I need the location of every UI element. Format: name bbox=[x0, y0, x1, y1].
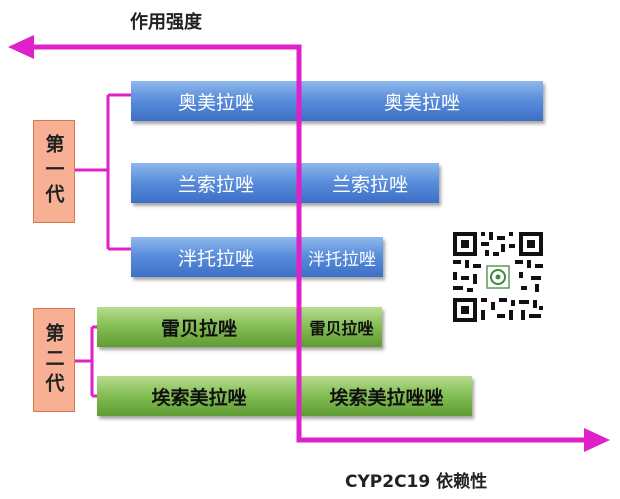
drug-label: 兰索拉唑 bbox=[331, 173, 408, 196]
drug-label: 埃索美拉唑 bbox=[151, 386, 247, 409]
drug-bar-lansoprazole-right: 兰索拉唑 bbox=[301, 163, 439, 203]
drug-bar-esomeprazole-left: 埃索美拉唑 bbox=[97, 376, 301, 416]
drug-bar-omeprazole-left: 奥美拉唑 bbox=[131, 81, 301, 121]
arrowhead-right-icon bbox=[584, 428, 610, 452]
generation-label-second: 第二代 bbox=[42, 322, 65, 398]
arrowhead-left-icon bbox=[8, 35, 34, 59]
drug-label: 泮托拉唑 bbox=[177, 247, 254, 270]
generation-label-first: 第一代 bbox=[42, 134, 65, 209]
drug-label: 埃索美拉唑唑 bbox=[329, 386, 444, 409]
drug-label: 兰索拉唑 bbox=[177, 173, 254, 196]
drug-label: 雷贝拉唑 bbox=[309, 319, 374, 338]
x-axis-label: CYP2C19 依赖性 bbox=[345, 472, 488, 492]
drug-bar-pantoprazole-right: 泮托拉唑 bbox=[301, 237, 383, 277]
drug-bar-pantoprazole-left: 泮托拉唑 bbox=[131, 237, 301, 277]
drug-label: 泮托拉唑 bbox=[308, 249, 376, 270]
generation-box-first: 第一代 bbox=[33, 120, 75, 223]
drug-label: 奥美拉唑 bbox=[177, 91, 254, 114]
drug-label: 奥美拉唑 bbox=[383, 91, 460, 114]
generation-box-second: 第二代 bbox=[33, 308, 75, 412]
drug-bar-rabeprazole-right: 雷贝拉唑 bbox=[301, 307, 382, 347]
drug-bar-rabeprazole-left: 雷贝拉唑 bbox=[97, 307, 301, 347]
drug-bar-lansoprazole-left: 兰索拉唑 bbox=[131, 163, 301, 203]
y-axis-label: 作用强度 bbox=[130, 12, 202, 33]
drug-label: 雷贝拉唑 bbox=[160, 317, 237, 340]
drug-bar-omeprazole-right: 奥美拉唑 bbox=[301, 81, 543, 121]
qr-code-icon bbox=[451, 230, 545, 324]
drug-bar-esomeprazole-right: 埃索美拉唑唑 bbox=[301, 376, 472, 416]
